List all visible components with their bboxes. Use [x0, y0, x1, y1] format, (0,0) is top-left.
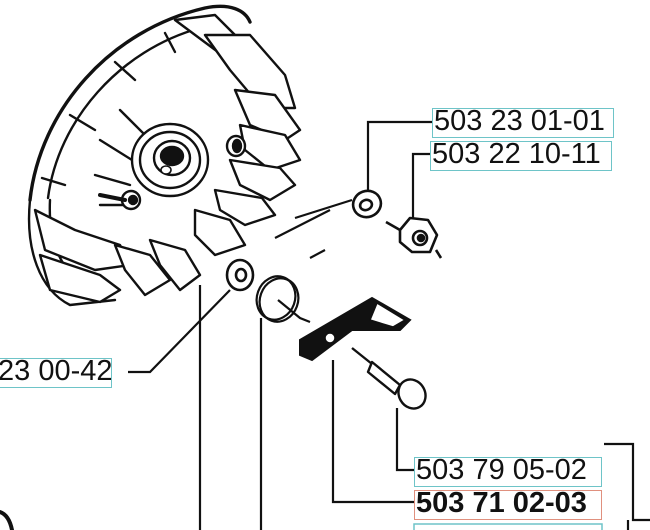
part-number: 503 79 05-02	[416, 454, 587, 486]
part-number: 503 22 10-11	[432, 138, 601, 170]
part-label-pawl[interactable]: 503 71 02-03	[414, 487, 602, 520]
part-label-washer-left[interactable]: 23 00-42	[0, 355, 113, 388]
part-number: 503 71 02-03	[416, 487, 587, 519]
part-label-pin[interactable]: 503 79 05-02	[414, 454, 602, 487]
part-number: 23 00-42	[0, 355, 113, 387]
part-label-washer-top[interactable]: 503 23 01-01	[432, 105, 614, 138]
part-number: 503 23 01-01	[434, 105, 605, 137]
part-label-nut[interactable]: 503 22 10-11	[430, 138, 612, 171]
